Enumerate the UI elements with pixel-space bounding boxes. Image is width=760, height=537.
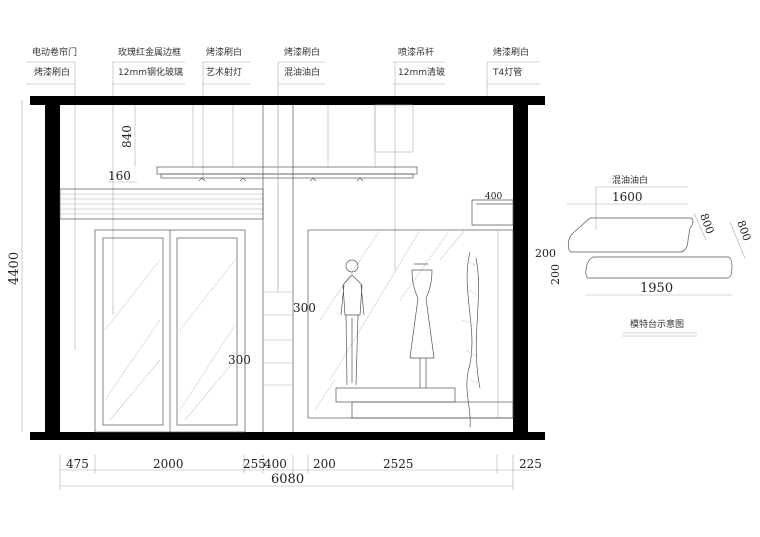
svg-text:1950: 1950 <box>640 281 673 296</box>
label-6: 烤漆刷白 T4灯管 <box>486 46 540 100</box>
svg-text:烤漆刷白: 烤漆刷白 <box>493 46 529 58</box>
svg-text:12mm清玻: 12mm清玻 <box>398 66 445 78</box>
svg-text:800: 800 <box>697 212 716 236</box>
svg-text:400: 400 <box>264 457 287 471</box>
dim-height-total: 4400 <box>7 252 22 285</box>
svg-text:225: 225 <box>519 457 542 471</box>
male-mannequin-icon <box>340 259 365 386</box>
svg-text:2525: 2525 <box>383 457 414 471</box>
platform-detail: 混油油白 1600 800 800 200 200 1950 模特台示意图 <box>535 174 754 337</box>
glass-door <box>94 229 246 433</box>
svg-text:255: 255 <box>243 457 266 471</box>
svg-text:烤漆刷白: 烤漆刷白 <box>206 46 242 58</box>
dim-ceiling-drop: 840 <box>120 125 134 148</box>
svg-text:电动卷帘门: 电动卷帘门 <box>32 46 77 58</box>
svg-text:烤漆刷白: 烤漆刷白 <box>284 46 320 58</box>
dim-shelf-b: 300 <box>228 353 251 367</box>
walls <box>30 96 545 440</box>
svg-text:475: 475 <box>66 457 89 471</box>
svg-text:1600: 1600 <box>612 190 643 204</box>
svg-text:艺术射灯: 艺术射灯 <box>206 66 242 78</box>
svg-text:200: 200 <box>549 264 562 285</box>
label-5: 喷漆吊杆 12mm清玻 <box>393 46 445 270</box>
detail-caption: 模特台示意图 <box>630 318 684 330</box>
svg-text:混油油白: 混油油白 <box>284 66 320 78</box>
spotlight-icons <box>198 177 364 182</box>
svg-text:200: 200 <box>535 247 556 260</box>
svg-text:玫瑰红金属边框: 玫瑰红金属边框 <box>118 46 181 58</box>
wall-box <box>471 199 514 226</box>
column <box>262 104 414 432</box>
svg-text:T4灯管: T4灯管 <box>492 66 522 78</box>
dim-light-box: 160 <box>108 169 131 183</box>
dim-box-width: 400 <box>485 192 502 202</box>
svg-text:喷漆吊杆: 喷漆吊杆 <box>398 46 434 58</box>
ceiling-light-bar <box>156 105 418 182</box>
display-window <box>307 199 514 428</box>
svg-text:12mm钢化玻璃: 12mm钢化玻璃 <box>118 66 183 78</box>
detail-material: 混油油白 <box>612 174 648 186</box>
rolling-shutter <box>59 188 264 220</box>
plant-decoration-icon <box>461 251 481 428</box>
female-mannequin-icon <box>409 263 435 388</box>
dimensions: 4400 840 160 300 300 400 475 2000 255 40… <box>7 100 542 490</box>
svg-text:200: 200 <box>313 457 336 471</box>
dim-total: 6080 <box>271 472 304 487</box>
svg-text:2000: 2000 <box>153 457 184 471</box>
label-2: 玫瑰红金属边框 12mm钢化玻璃 <box>112 46 185 315</box>
dim-shelf-a: 300 <box>293 301 316 315</box>
svg-text:烤漆刷白: 烤漆刷白 <box>34 66 70 78</box>
